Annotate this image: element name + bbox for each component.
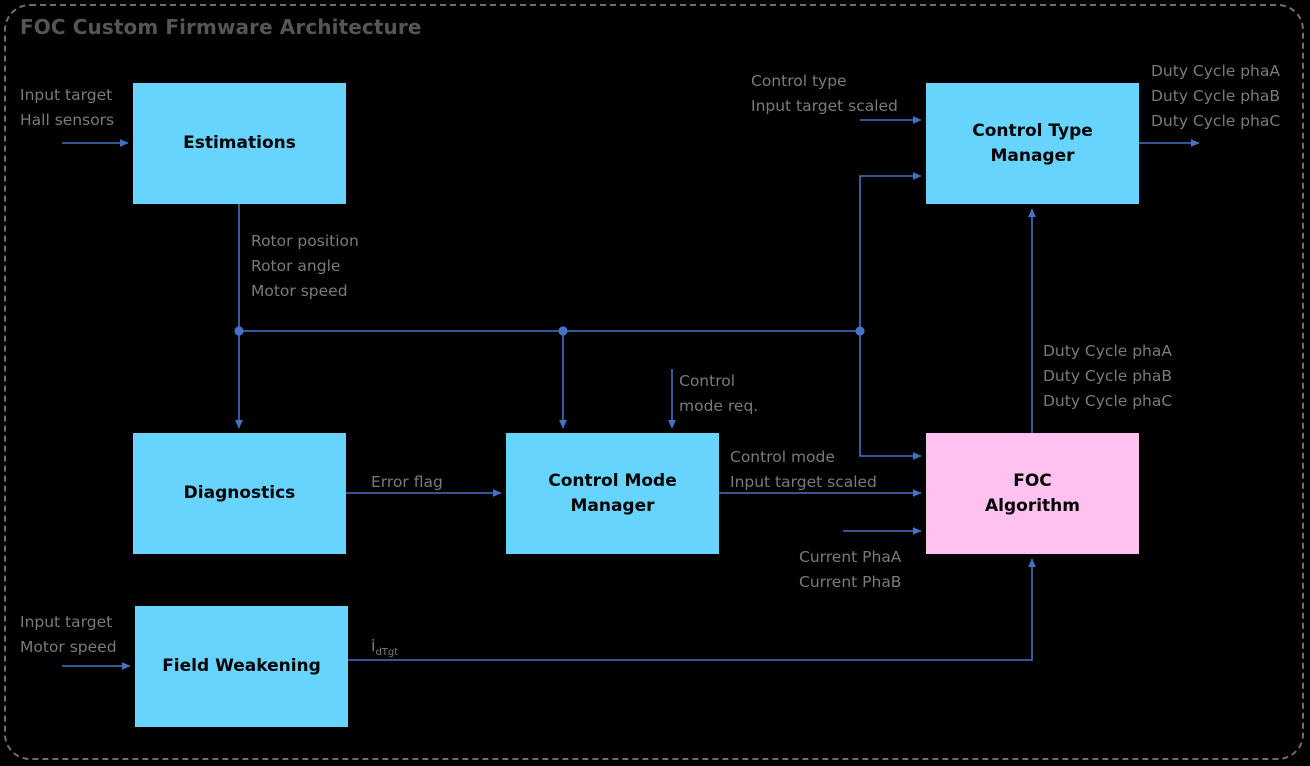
label-duty-cycles-foc: Duty Cycle phaA Duty Cycle phaB Duty Cyc… [1043,342,1173,411]
node-estimations[interactable]: Estimations [133,83,346,204]
node-control-mode-manager[interactable]: Control Mode Manager [506,433,719,554]
node-foc-algorithm[interactable]: FOC Algorithm [926,433,1139,554]
label-error-flag: Error flag [371,473,443,491]
node-field-weakening[interactable]: Field Weakening [135,606,348,727]
label-output-duty-cycles-top: Duty Cycle phaA Duty Cycle phaB Duty Cyc… [1151,62,1281,131]
junction-dot-control-mode [558,326,568,336]
label-input-control-type: Control type Input target scaled [751,72,898,116]
junction-dot-estimations [234,326,244,336]
label-input-field-weakening: Input target Motor speed [20,613,117,657]
page-title: FOC Custom Firmware Architecture [20,15,422,39]
id-target-subscript: dTgt [375,647,399,659]
node-control-type-manager[interactable]: Control Type Manager [926,83,1139,204]
id-target-base: i [371,636,376,655]
label-input-estimations: Input target Hall sensors [20,86,115,130]
junction-dots [234,326,865,336]
wire-idtgt-to-foc [348,558,1036,661]
junction-dot-right-riser [855,326,865,336]
wire-bus-to-foc [859,331,922,460]
label-control-mode-out: Control mode Input target scaled [730,448,877,492]
label-id-target: idTgt [371,633,398,661]
wire-bus-to-control-type [859,172,922,331]
node-diagnostics[interactable]: Diagnostics [133,433,346,554]
label-current-phases: Current PhaA Current PhaB [799,548,902,592]
label-rotor-signals: Rotor position Rotor angle Motor speed [251,232,359,301]
label-control-mode-req: Control mode req. [679,372,759,416]
